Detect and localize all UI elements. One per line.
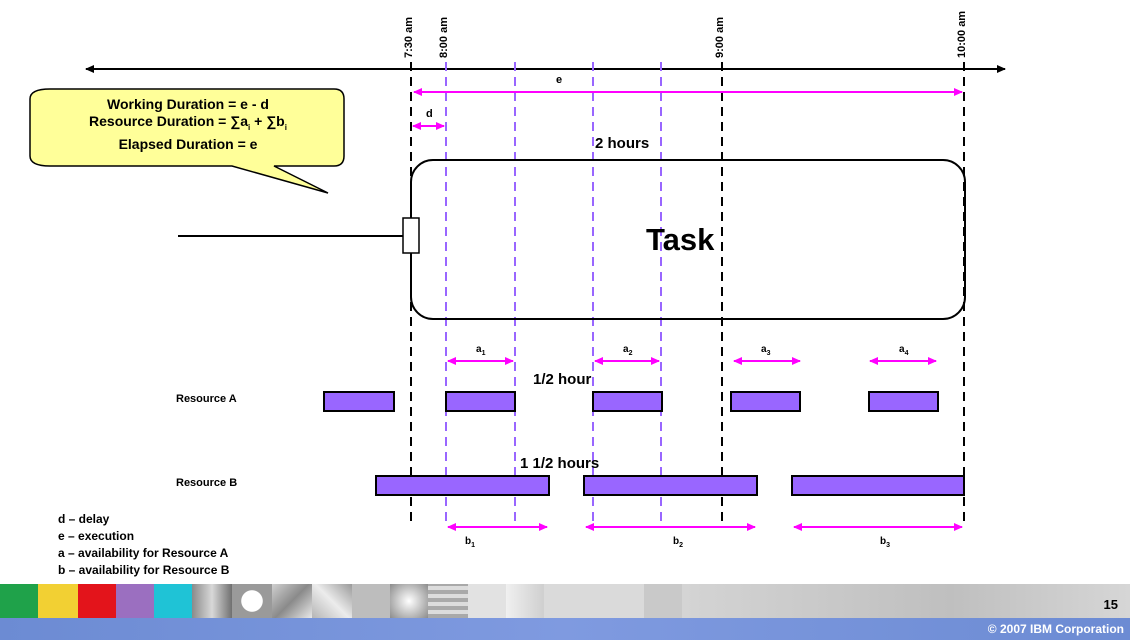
a3-label: a3: [761, 344, 770, 357]
resource-b-label: Resource B: [176, 477, 237, 489]
a1-label: a1: [476, 344, 485, 357]
half-hour-label: 1/2 hour: [533, 371, 591, 388]
working-duration-text: Working Duration = e - d: [38, 96, 338, 113]
task-label: Task: [646, 222, 714, 258]
b1-label: b1: [465, 536, 475, 549]
e-label: e: [556, 74, 562, 86]
footer-bar: [0, 618, 1130, 640]
legend-item: e – execution: [58, 528, 229, 545]
one-half-hours-label: 1 1/2 hours: [520, 455, 599, 472]
time-label-1000: 10:00 am: [956, 11, 968, 58]
page-number: 15: [1104, 597, 1118, 612]
two-hours-label: 2 hours: [595, 135, 649, 152]
task-port: [403, 218, 419, 253]
time-label-900: 9:00 am: [714, 17, 726, 58]
legend: d – delay e – execution a – availability…: [58, 511, 229, 579]
a4-label: a4: [899, 344, 908, 357]
resource-b-bar: [584, 476, 757, 495]
resource-a-bar: [446, 392, 515, 411]
copyright-text: © 2007 IBM Corporation: [988, 622, 1124, 636]
resource-duration-text: Resource Duration = ∑ai + ∑bi: [38, 113, 338, 136]
resource-a-bar: [593, 392, 662, 411]
resource-b-bar: [792, 476, 964, 495]
callout-text: Working Duration = e - d Resource Durati…: [38, 96, 338, 153]
legend-item: b – availability for Resource B: [58, 562, 229, 579]
time-label-800: 8:00 am: [438, 17, 450, 58]
footer-image-strip: [0, 584, 1130, 618]
resource-a-bar: [869, 392, 938, 411]
a2-label: a2: [623, 344, 632, 357]
resource-a-bar: [731, 392, 800, 411]
legend-item: d – delay: [58, 511, 229, 528]
resource-a-bar: [324, 392, 394, 411]
legend-item: a – availability for Resource A: [58, 545, 229, 562]
resource-b-bar: [376, 476, 549, 495]
b2-label: b2: [673, 536, 683, 549]
elapsed-duration-text: Elapsed Duration = e: [38, 136, 338, 153]
b3-label: b3: [880, 536, 890, 549]
resource-a-label: Resource A: [176, 393, 237, 405]
d-label: d: [426, 108, 433, 120]
time-label-730: 7:30 am: [403, 17, 415, 58]
